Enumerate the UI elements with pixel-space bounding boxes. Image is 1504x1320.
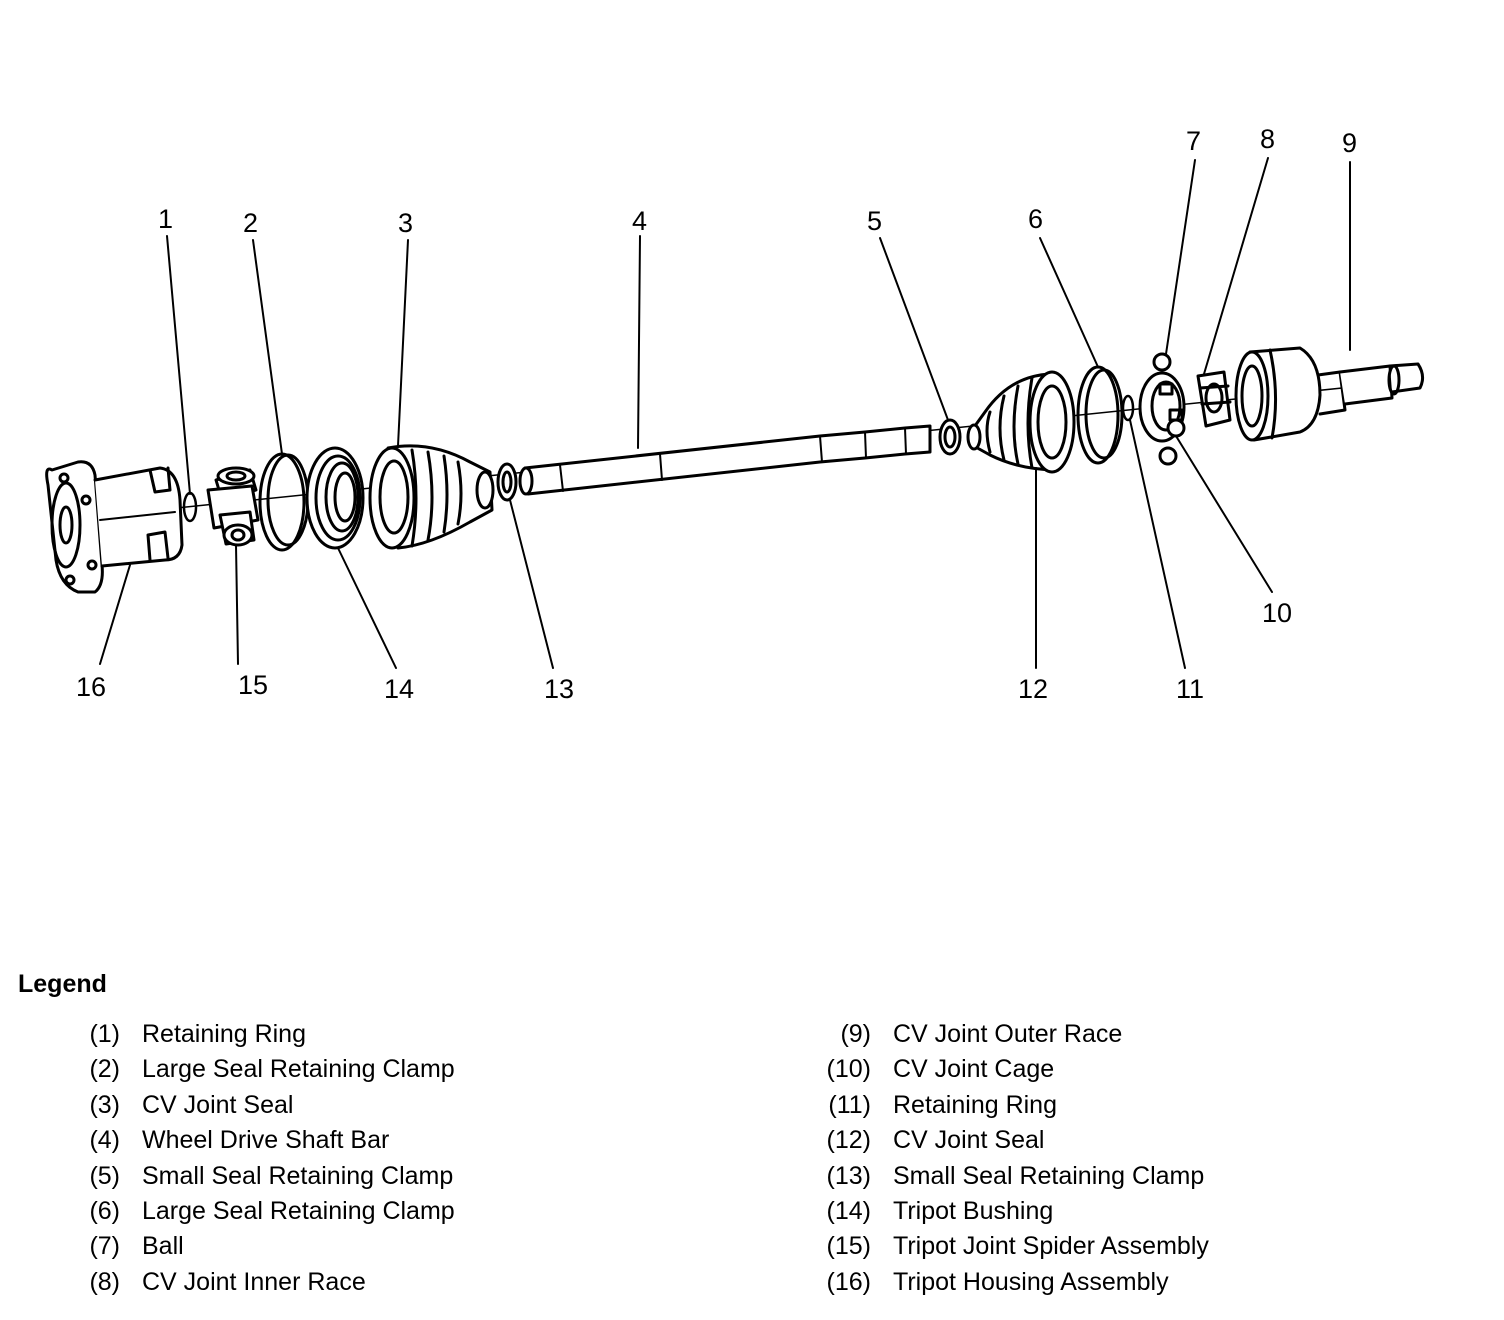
legend-item-label: CV Joint Cage [893, 1055, 1055, 1084]
legend-item-number: (2) [89, 1055, 120, 1084]
legend-item: (7) Ball [64, 1232, 455, 1267]
callout-14: 14 [384, 674, 414, 704]
legend-item: (1) Retaining Ring [64, 1020, 455, 1055]
legend-item-label: Small Seal Retaining Clamp [893, 1161, 1205, 1190]
legend-item: (2) Large Seal Retaining Clamp [64, 1055, 455, 1090]
legend-item: (15) Tripot Joint Spider Assembly [815, 1232, 1209, 1267]
legend-title: Legend [18, 970, 107, 998]
callout-8: 8 [1260, 124, 1275, 154]
legend-item-label: CV Joint Inner Race [142, 1267, 366, 1296]
legend-item-number: (1) [89, 1020, 120, 1048]
callout-5: 5 [867, 206, 882, 236]
small-seal-retaining-clamp-13 [496, 462, 518, 502]
legend-item-number: (13) [826, 1161, 871, 1190]
legend-item: (14) Tripot Bushing [815, 1197, 1209, 1232]
callout-16: 16 [76, 672, 106, 702]
legend-item-label: Large Seal Retaining Clamp [142, 1196, 455, 1225]
legend-item: (11) Retaining Ring [815, 1091, 1209, 1126]
callout-11: 11 [1176, 674, 1204, 704]
legend-item-number: (4) [89, 1126, 120, 1155]
legend-item-number: (15) [826, 1232, 871, 1261]
callout-2: 2 [243, 208, 258, 238]
legend-item-label: Tripot Joint Spider Assembly [893, 1232, 1209, 1261]
legend-item-label: Retaining Ring [142, 1020, 306, 1048]
cv-joint-outer-race [1234, 346, 1425, 442]
small-seal-retaining-clamp-5 [938, 418, 962, 456]
legend-item: (10) CV Joint Cage [815, 1055, 1209, 1090]
legend-item-label: CV Joint Seal [893, 1126, 1045, 1155]
drive-shaft-exploded-diagram: 1 2 3 4 5 6 7 8 9 10 11 12 13 14 15 16 [45, 124, 1425, 704]
legend-item: (6) Large Seal Retaining Clamp [64, 1196, 455, 1232]
legend-item: (13) Small Seal Retaining Clamp [815, 1162, 1209, 1197]
legend-item: (3) CV Joint Seal [64, 1091, 455, 1126]
legend-item-label: Small Seal Retaining Clamp [142, 1161, 454, 1190]
legend-right-column: (9) CV Joint Outer Race (10) CV Joint Cage… [815, 1020, 1209, 1303]
legend-item-number: (8) [89, 1267, 120, 1296]
legend-item: (4) Wheel Drive Shaft Bar [64, 1126, 455, 1161]
ball-mid [1166, 418, 1186, 438]
legend-item: (16) Tripot Housing Assembly [815, 1268, 1209, 1303]
legend-item-label: Wheel Drive Shaft Bar [142, 1126, 390, 1155]
legend-item-number: (14) [826, 1196, 871, 1225]
legend-item-number: (6) [89, 1196, 120, 1225]
callout-15: 15 [238, 670, 268, 700]
tripot-bushing [305, 446, 365, 550]
callout-4: 4 [632, 206, 647, 236]
callout-9: 9 [1342, 128, 1357, 158]
legend-left-column: (1) Retaining Ring (2) Large Seal Retainin… [64, 1020, 455, 1303]
leader-lines [99, 157, 1351, 669]
ball-top [1152, 352, 1172, 372]
legend-item-number: (16) [826, 1267, 871, 1296]
tripot-housing-assembly [45, 460, 184, 594]
tripot-joint-spider-assembly [206, 466, 260, 547]
legend-item-number: (12) [826, 1126, 871, 1155]
legend-item: (8) CV Joint Inner Race [64, 1268, 455, 1303]
legend-item-number: (3) [89, 1090, 120, 1119]
legend-item-number: (10) [826, 1055, 871, 1084]
callout-labels: 1 2 3 4 5 6 7 8 9 10 11 12 13 14 15 16 [76, 124, 1357, 704]
legend-item-label: Tripot Housing Assembly [893, 1267, 1169, 1296]
callout-12: 12 [1018, 674, 1048, 704]
legend-item: (5) Small Seal Retaining Clamp [64, 1162, 455, 1197]
large-seal-retaining-clamp-6 [1076, 365, 1124, 465]
callout-1: 1 [158, 204, 173, 234]
legend-item-label: Ball [142, 1232, 184, 1261]
callout-3: 3 [398, 208, 413, 238]
legend-item-number: (7) [89, 1232, 120, 1261]
cv-joint-seal-12 [966, 370, 1076, 474]
legend-item-label: CV Joint Seal [142, 1090, 294, 1119]
callout-10: 10 [1262, 598, 1292, 628]
ball-bottom [1158, 446, 1178, 466]
large-seal-retaining-clamp-2 [258, 452, 310, 552]
callout-13: 13 [544, 674, 574, 704]
cv-joint-inner-race [1196, 370, 1232, 428]
legend-item-number: (11) [828, 1090, 871, 1119]
legend-item-number: (5) [89, 1161, 120, 1190]
legend-item-label: Large Seal Retaining Clamp [142, 1055, 455, 1084]
callout-7: 7 [1186, 126, 1201, 156]
legend-item-label: CV Joint Outer Race [893, 1020, 1123, 1048]
cv-joint-seal-3 [368, 444, 495, 550]
legend-item-label: Tripot Bushing [893, 1196, 1054, 1225]
legend-item-label: Retaining Ring [893, 1090, 1057, 1119]
callout-6: 6 [1028, 204, 1043, 234]
legend-item: (9) CV Joint Outer Race [815, 1020, 1209, 1055]
retaining-ring-11 [1121, 394, 1135, 422]
legend-item-number: (9) [840, 1020, 871, 1048]
wheel-drive-shaft-bar [518, 424, 932, 496]
legend-item: (12) CV Joint Seal [815, 1126, 1209, 1161]
